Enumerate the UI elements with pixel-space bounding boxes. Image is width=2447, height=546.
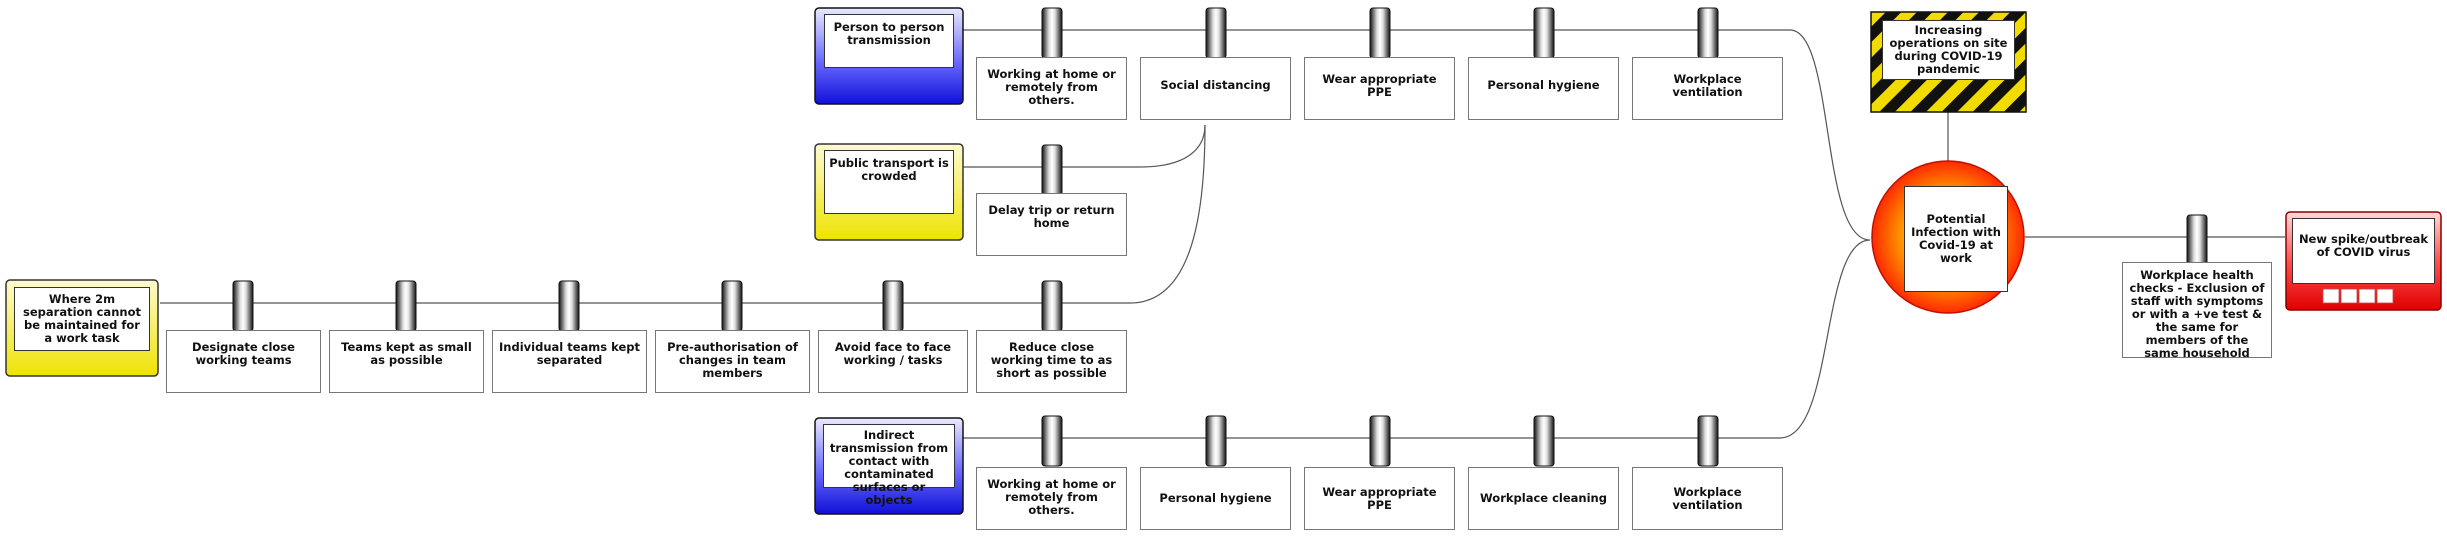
barrier-bar-icon — [1533, 7, 1555, 59]
barrier-separation-1: Designate close working teams — [166, 330, 321, 393]
barrier-bar-icon — [558, 280, 580, 332]
barrier-bar-icon — [2186, 214, 2208, 266]
barrier-consequence-1: Workplace health checks - Exclusion of s… — [2122, 262, 2272, 360]
hazard-label: Increasing operations on site during COV… — [1882, 20, 2015, 80]
top-event-label: Potential Infection with Covid-19 at wor… — [1904, 186, 2008, 292]
threat-indirect-label: Indirect transmission from contact with … — [823, 424, 955, 507]
barrier-bar-icon — [1369, 415, 1391, 467]
barrier-bars — [232, 7, 2208, 467]
barrier-bar-icon — [232, 280, 254, 332]
barrier-indirect-1: Working at home or remotely from others. — [976, 467, 1127, 530]
barrier-bar-icon — [882, 280, 904, 332]
barrier-bar-icon — [1533, 415, 1555, 467]
barrier-indirect-3: Wear appropriate PPE — [1304, 467, 1455, 530]
barrier-bar-icon — [1041, 280, 1063, 332]
barrier-person-4: Personal hygiene — [1468, 57, 1619, 120]
barrier-person-1: Working at home or remotely from others. — [976, 57, 1127, 120]
barrier-person-2: Social distancing — [1140, 57, 1291, 120]
barrier-separation-3: Individual teams kept separated — [492, 330, 647, 393]
barrier-bar-icon — [1369, 7, 1391, 59]
barrier-bar-icon — [1205, 7, 1227, 59]
barrier-separation-2: Teams kept as small as possible — [329, 330, 484, 393]
barrier-bar-icon — [1041, 7, 1063, 59]
barrier-person-3: Wear appropriate PPE — [1304, 57, 1455, 120]
threat-separation-label: Where 2m separation cannot be maintained… — [14, 287, 150, 351]
barrier-separation-4: Pre-authorisation of changes in team mem… — [655, 330, 810, 393]
barrier-bar-icon — [1697, 415, 1719, 467]
threat-transport-label: Public transport is crowded — [824, 150, 954, 214]
barrier-bar-icon — [1205, 415, 1227, 467]
barrier-bar-icon — [395, 280, 417, 332]
barrier-separation-6: Reduce close working time to as short as… — [976, 330, 1127, 393]
barrier-indirect-4: Workplace cleaning — [1468, 467, 1619, 530]
barrier-bar-icon — [1697, 7, 1719, 59]
threat-person-label: Person to person transmission — [824, 14, 954, 68]
barrier-indirect-5: Workplace ventilation — [1632, 467, 1783, 530]
barrier-bar-icon — [721, 280, 743, 332]
barrier-indirect-2: Personal hygiene — [1140, 467, 1291, 530]
barrier-bar-icon — [1041, 144, 1063, 196]
barrier-separation-5: Avoid face to face working / tasks — [818, 330, 968, 393]
barrier-bar-icon — [1041, 415, 1063, 467]
barrier-person-5: Workplace ventilation — [1632, 57, 1783, 120]
barrier-transport-1: Delay trip or return home — [976, 193, 1127, 256]
consequence-label: New spike/outbreak of COVID virus — [2292, 218, 2435, 284]
